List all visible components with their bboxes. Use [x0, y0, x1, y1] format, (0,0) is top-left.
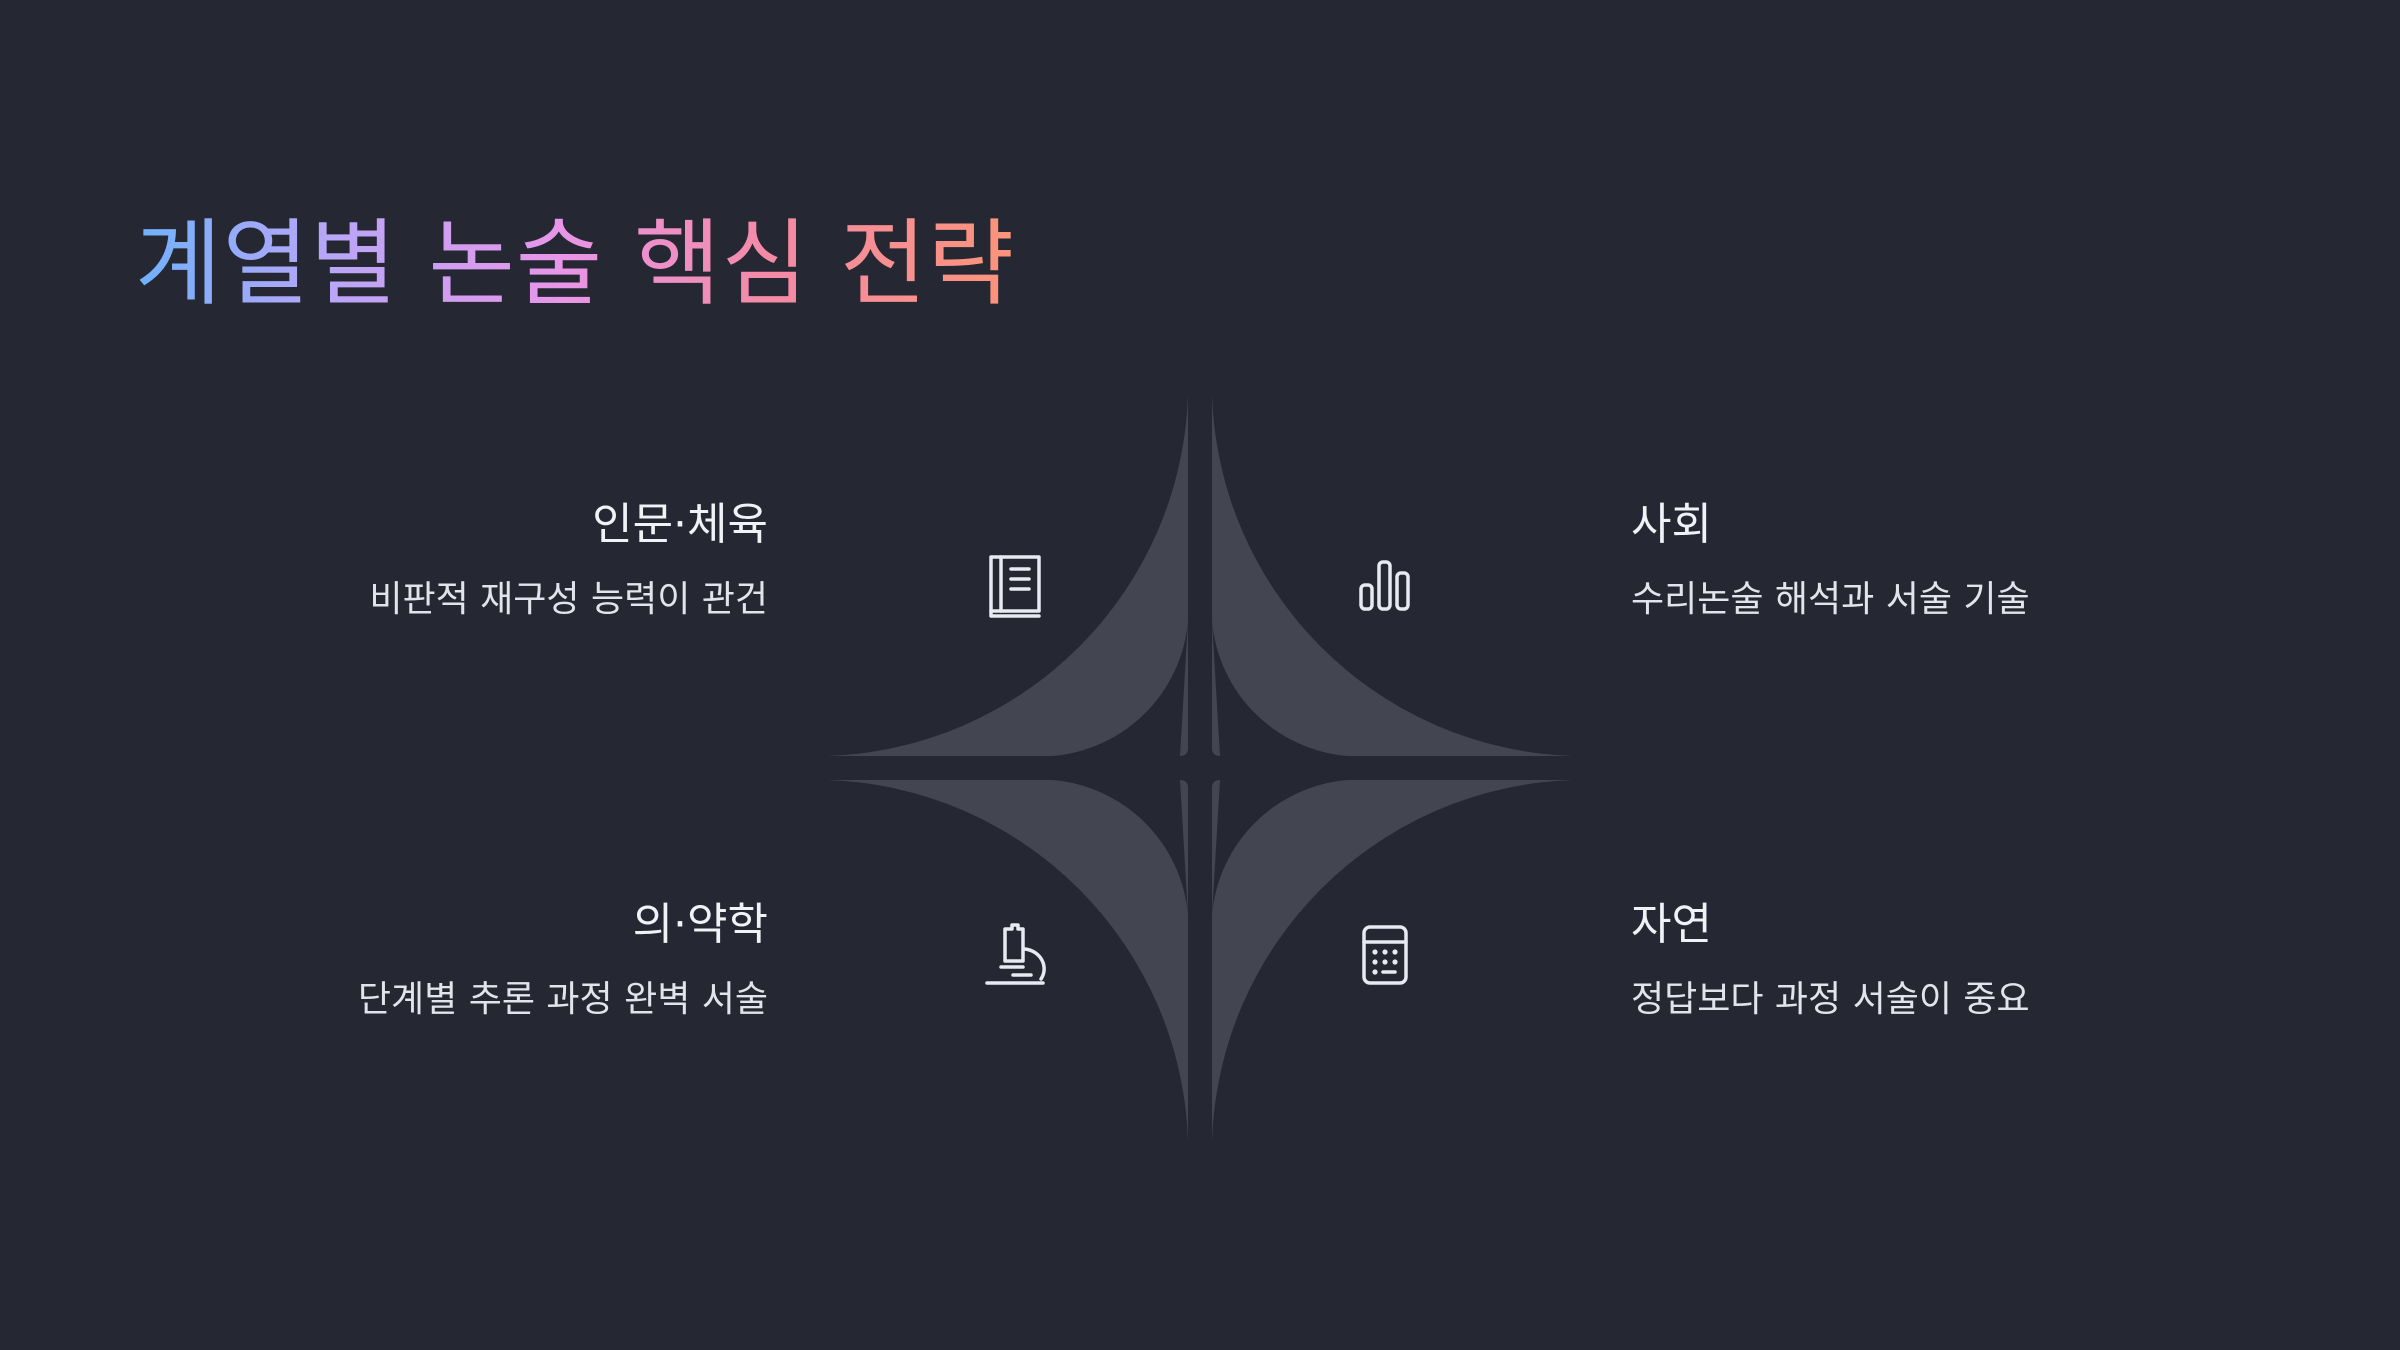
label-social: 사회 수리논술 해석과 서술 기술 [1631, 495, 2251, 625]
segment-desc-medicine: 단계별 추론 과정 완벽 서술 [357, 979, 768, 1020]
segment-medicine [827, 780, 1188, 1141]
segment-shape-humanities [827, 395, 1188, 756]
segment-shape-medicine [827, 780, 1188, 1141]
segment-shape-natural [1212, 780, 1573, 1141]
segment-humanities [827, 395, 1188, 756]
segment-title-humanities: 인문·체육 [592, 499, 768, 550]
label-medicine: 의·약학 단계별 추론 과정 완벽 서술 [148, 895, 768, 1025]
calculator-icon [1362, 925, 1408, 985]
bar-chart-icon [1359, 560, 1410, 611]
segment-shape-social [1212, 395, 1573, 756]
segment-desc-natural: 정답보다 과정 서술이 중요 [1631, 979, 2030, 1020]
segment-title-social: 사회 [1631, 499, 1712, 550]
book-icon [989, 555, 1041, 618]
label-humanities: 인문·체육 비판적 재구성 능력이 관건 [148, 495, 768, 625]
segment-natural [1212, 780, 1573, 1141]
microscope-icon [985, 923, 1046, 985]
segment-desc-humanities: 비판적 재구성 능력이 관건 [369, 579, 768, 620]
segment-title-medicine: 의·약학 [632, 899, 768, 950]
segment-desc-social: 수리논술 해석과 서술 기술 [1631, 579, 2030, 620]
label-natural: 자연 정답보다 과정 서술이 중요 [1631, 895, 2251, 1025]
slide-title: 계열별 논술 핵심 전략 [135, 200, 1015, 330]
segment-title-natural: 자연 [1631, 899, 1712, 950]
segment-social [1212, 395, 1573, 756]
